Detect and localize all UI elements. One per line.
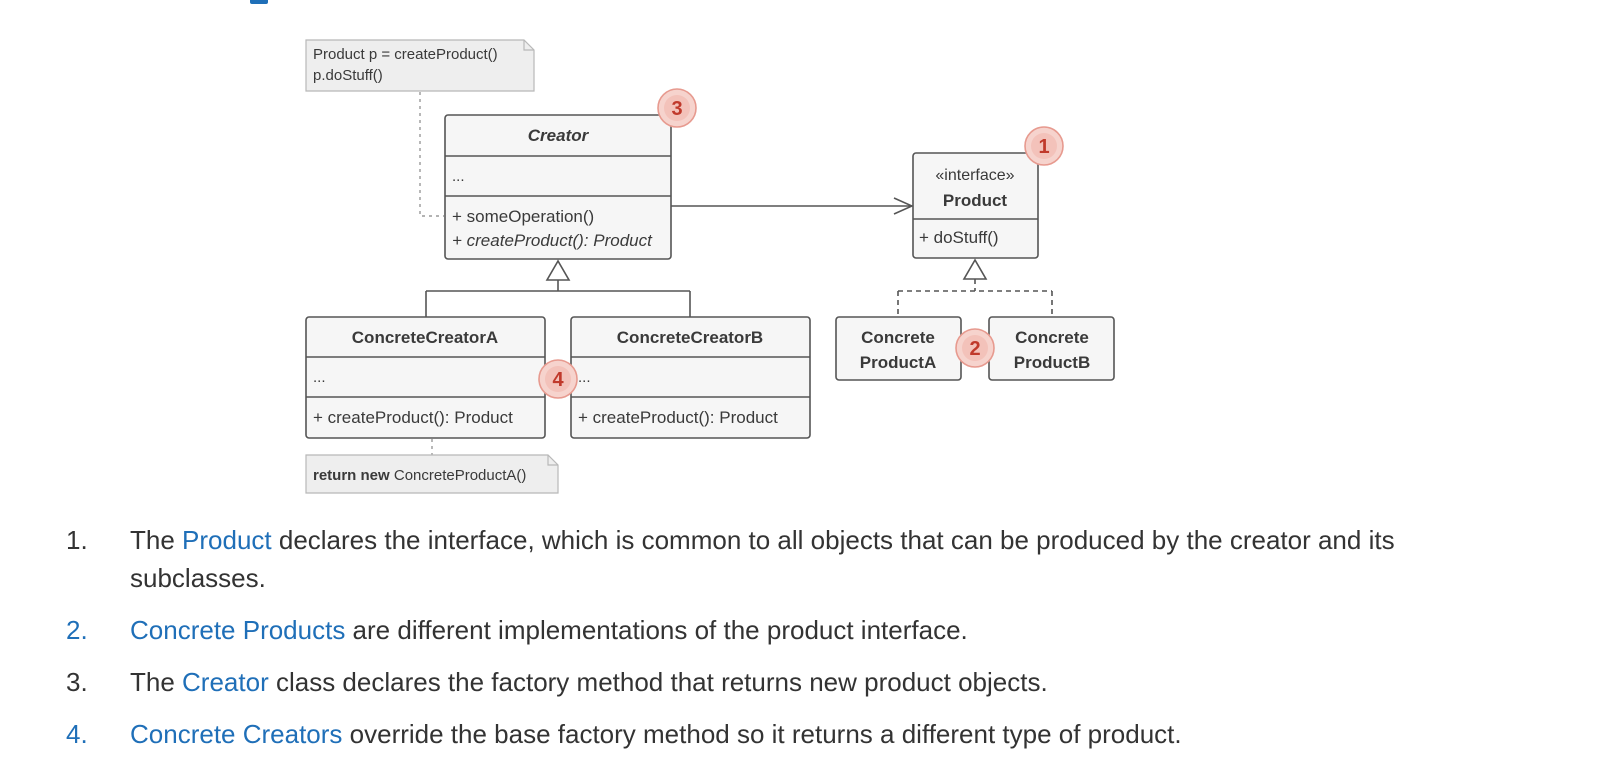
item-prefix: The [130,525,183,555]
note-top-line1: Product p = createProduct() [313,46,498,63]
product-interface: «interface» Product + doStuff() [912,152,1039,259]
badge-2-label: 2 [969,338,980,360]
svg-text:return new ConcreteProductA(): return new ConcreteProductA() [313,467,526,484]
product-realization [897,258,1053,317]
item-number: 4. [66,719,88,749]
item-text: override the base factory method so it r… [342,719,1182,749]
badge-4-label: 4 [552,369,564,391]
participant-item-concrete-creators: 4. Concrete Creators override the base fa… [66,715,1480,753]
creator-inheritance [425,259,691,317]
product-name: Product [943,191,1008,210]
creator-method-create-product: + createProduct(): Product [452,231,653,250]
badge-1: 1 [1024,126,1064,166]
concrete-creator-a-name: ConcreteCreatorA [352,328,498,347]
concrete-product-a-line2: ProductA [860,353,937,372]
badge-1-label: 1 [1038,136,1049,158]
concrete-product-b-class: Concrete ProductB [988,316,1115,381]
badge-4: 4 [538,359,578,399]
concrete-creators-link[interactable]: Concrete Creators [130,719,343,749]
heading-accent-mark [250,0,268,4]
creator-link[interactable]: Creator [182,667,269,697]
concrete-creator-a-fields: ... [313,369,326,386]
note-bottom: return new ConcreteProductA() [305,454,559,494]
concrete-products-link[interactable]: Concrete Products [130,615,346,645]
note-top-line2: p.doStuff() [313,67,383,84]
badge-3: 3 [657,88,697,128]
concrete-product-b-line1: Concrete [1015,328,1089,347]
concrete-product-b-line2: ProductB [1014,353,1091,372]
creator-fields: ... [452,168,465,185]
note-top-connector [419,92,444,217]
concrete-creator-a-method: + createProduct(): Product [313,408,513,427]
participant-item-product: 1. The Product declares the interface, wh… [66,521,1480,597]
creator-name: Creator [528,126,590,145]
participant-item-concrete-products: 2. Concrete Products are different implem… [66,611,1480,649]
product-method: + doStuff() [919,228,999,247]
item-text: are different implementations of the pro… [345,615,968,645]
item-prefix: The [130,667,183,697]
product-link[interactable]: Product [182,525,272,555]
badge-3-label: 3 [671,98,682,120]
participants-list: 1. The Product declares the interface, wh… [66,521,1480,767]
creator-method-some-operation: + someOperation() [452,207,594,226]
creator-class: Creator ... + someOperation() + createPr… [444,114,672,260]
note-top: Product p = createProduct() p.doStuff() [305,39,535,92]
concrete-product-a-line1: Concrete [861,328,935,347]
product-stereotype: «interface» [935,167,1014,184]
item-text: declares the interface, which is common … [130,525,1395,593]
concrete-product-a-class: Concrete ProductA [835,316,962,381]
concrete-creator-b-name: ConcreteCreatorB [617,328,763,347]
concrete-creator-b-class: ConcreteCreatorB ... + createProduct(): … [570,316,811,439]
badge-2: 2 [955,328,995,368]
participant-item-creator: 3. The Creator class declares the factory… [66,663,1480,701]
note-bottom-rest: ConcreteProductA() [390,467,527,484]
concrete-creator-a-class: ConcreteCreatorA ... + createProduct(): … [305,316,546,439]
concrete-creator-b-method: + createProduct(): Product [578,408,778,427]
item-number: 1. [66,525,88,555]
factory-method-uml-diagram: Product p = createProduct() p.doStuff() … [305,39,1115,494]
item-text: class declares the factory method that r… [268,667,1048,697]
item-number: 2. [66,615,88,645]
item-number: 3. [66,667,88,697]
concrete-creator-b-fields: ... [578,369,591,386]
note-bottom-keyword: return new [313,467,390,484]
